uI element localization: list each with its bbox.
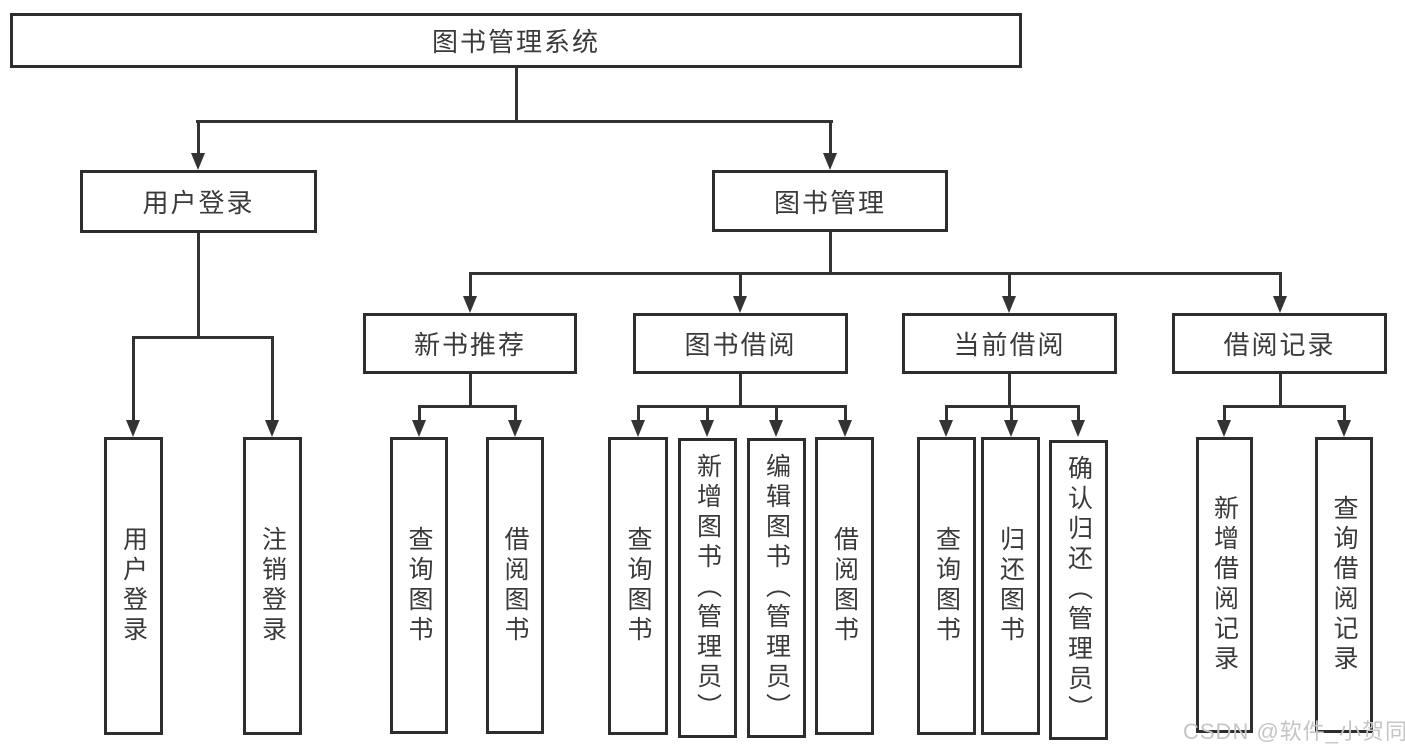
arrow-down-icon [838,420,852,437]
arrow-down-icon [1071,420,1085,437]
connector-root-stem [515,68,518,120]
arrow-down-icon [265,420,279,437]
connector-root-drop-right [829,120,832,154]
arrow-down-icon [823,153,837,170]
node-book-borrowing: 图书借阅 [633,313,848,374]
node-library-management-system: 图书管理系统 [10,13,1022,68]
arrow-down-icon [1004,420,1018,437]
leaf-current-confirm-return-admin: 确认归还（管理员） [1049,440,1108,740]
leaf-borrowing-add-books-admin: 新增图书（管理员） [678,438,737,738]
connector-newbook-branch [418,405,517,408]
arrow-down-icon [412,420,426,437]
connector-current-drop-1 [945,405,948,421]
connector-records-drop-2 [1343,405,1346,421]
arrow-down-icon [1273,296,1287,313]
connector-userlogin-stem [197,233,200,336]
node-new-book-recommend: 新书推荐 [363,313,577,374]
connector-newbook-stem [469,374,472,405]
arrow-down-icon [1002,296,1016,313]
arrow-down-icon [769,420,783,437]
connector-userlogin-branch [132,336,274,339]
arrow-down-icon [1337,420,1351,437]
connector-newbook-drop-1 [418,405,421,421]
leaf-current-return-books: 归还图书 [981,437,1040,735]
connector-borrowing-drop-3 [775,405,778,421]
connector-bookmgmt-drop-4 [1279,272,1282,297]
connector-bookmgmt-stem [829,232,832,272]
csdn-watermark: CSDN @软件_小贺同学 [1183,719,1405,744]
leaf-logout: 注销登录 [243,437,302,735]
node-user-login-group: 用户登录 [80,170,317,233]
leaf-current-query-books: 查询图书 [917,437,976,735]
leaf-newbook-query-books: 查询图书 [390,437,448,734]
connector-borrowing-drop-2 [706,405,709,421]
node-borrowing-records: 借阅记录 [1172,313,1387,374]
leaf-borrowing-query-books: 查询图书 [608,437,668,735]
connector-userlogin-drop-1 [132,336,135,421]
connector-bookmgmt-drop-1 [469,272,472,297]
connector-borrowing-branch [637,405,846,408]
leaf-user-login: 用户登录 [104,437,163,735]
connector-records-drop-1 [1223,405,1226,421]
leaf-borrowing-borrow-books: 借阅图书 [815,437,874,735]
connector-bookmgmt-drop-3 [1008,272,1011,297]
connector-root-branch [196,120,833,123]
leaf-records-add-record: 新增借阅记录 [1196,437,1253,733]
arrow-down-icon [508,420,522,437]
arrow-down-icon [463,296,477,313]
leaf-records-query-record: 查询借阅记录 [1315,437,1373,733]
arrow-down-icon [939,420,953,437]
connector-bookmgmt-drop-2 [739,272,742,297]
leaf-newbook-borrow-books: 借阅图书 [486,437,544,734]
arrow-down-icon [191,153,205,170]
connector-borrowing-drop-4 [844,405,847,421]
arrow-down-icon [733,296,747,313]
connector-borrowing-stem [739,374,742,405]
connector-root-drop-left [197,120,200,154]
connector-newbook-drop-2 [514,405,517,421]
arrow-down-icon [1217,420,1231,437]
node-book-management-group: 图书管理 [712,170,948,232]
connector-current-drop-2 [1010,405,1013,421]
arrow-down-icon [631,420,645,437]
connector-records-stem [1279,374,1282,405]
connector-userlogin-drop-2 [271,336,274,421]
arrow-down-icon [126,420,140,437]
connector-records-branch [1223,405,1345,408]
leaf-borrowing-edit-books-admin: 编辑图书（管理员） [747,438,806,738]
connector-bookmgmt-branch [469,272,1282,275]
connector-borrowing-drop-1 [637,405,640,421]
arrow-down-icon [700,420,714,437]
connector-current-stem [1008,374,1011,405]
connector-current-drop-3 [1077,405,1080,421]
node-current-borrowing: 当前借阅 [902,313,1117,374]
